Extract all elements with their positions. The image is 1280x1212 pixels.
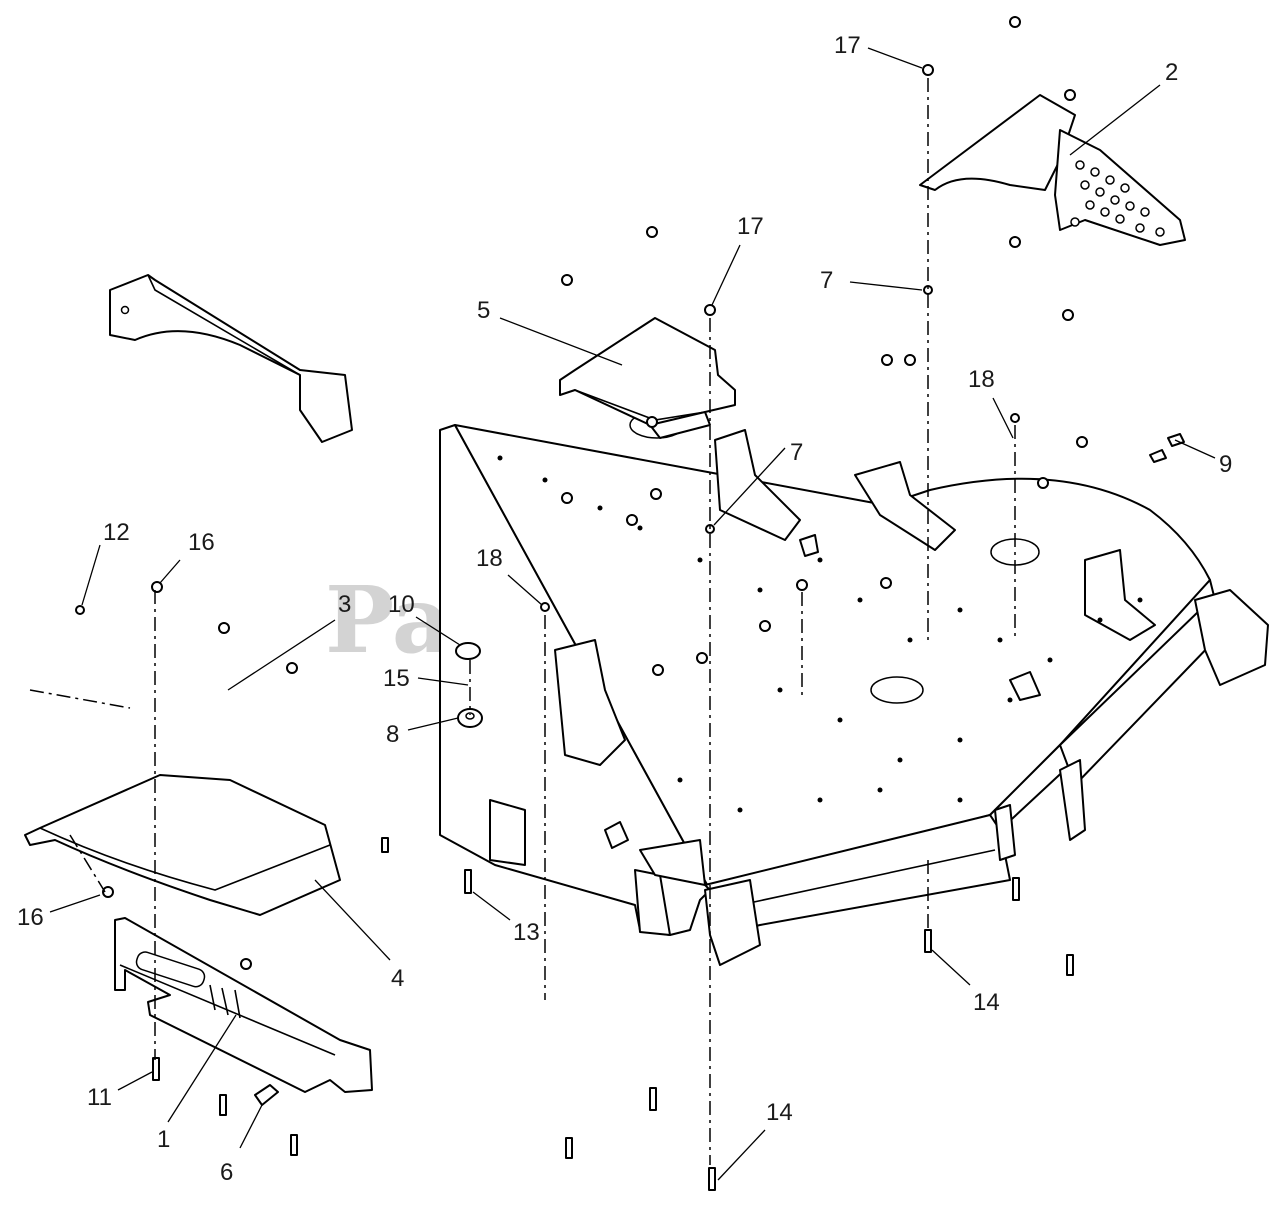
callout-17-lower: 17 [737,213,764,240]
callout-12: 12 [103,519,130,546]
callout-14-bottom: 14 [766,1099,793,1126]
callout-2: 2 [1165,59,1178,86]
mower-deck[interactable] [439,411,1269,966]
callout-4: 4 [391,965,404,992]
callout-6: 6 [220,1159,233,1186]
assembly-lines [29,78,1016,1165]
callout-9: 9 [1219,451,1232,478]
callout-3: 3 [338,591,351,618]
part-1-bracket[interactable] [114,917,373,1093]
callout-labels: 1 2 3 4 5 6 7 7 8 9 10 11 12 13 14 14 15… [17,32,1232,1186]
callout-10: 10 [388,591,415,618]
callout-1: 1 [157,1126,170,1153]
part-4-deflector[interactable] [24,774,341,916]
callout-15: 15 [383,665,410,692]
hardware [75,16,1185,1191]
part-2-shield[interactable] [919,94,1186,246]
callout-18-left: 18 [476,545,503,572]
part-3-cover[interactable] [109,274,353,443]
callout-14-right: 14 [973,989,1000,1016]
callout-5: 5 [477,297,490,324]
callout-17-upper: 17 [834,32,861,59]
callout-11: 11 [87,1084,112,1111]
callout-18-right: 18 [968,366,995,393]
callout-7-upper: 7 [820,267,833,294]
callout-7-lower: 7 [790,439,803,466]
leader-lines [49,47,1216,1181]
callout-8: 8 [386,721,399,748]
callout-13: 13 [513,919,540,946]
callout-16-lower: 16 [17,904,44,931]
callout-16-upper: 16 [188,529,215,556]
